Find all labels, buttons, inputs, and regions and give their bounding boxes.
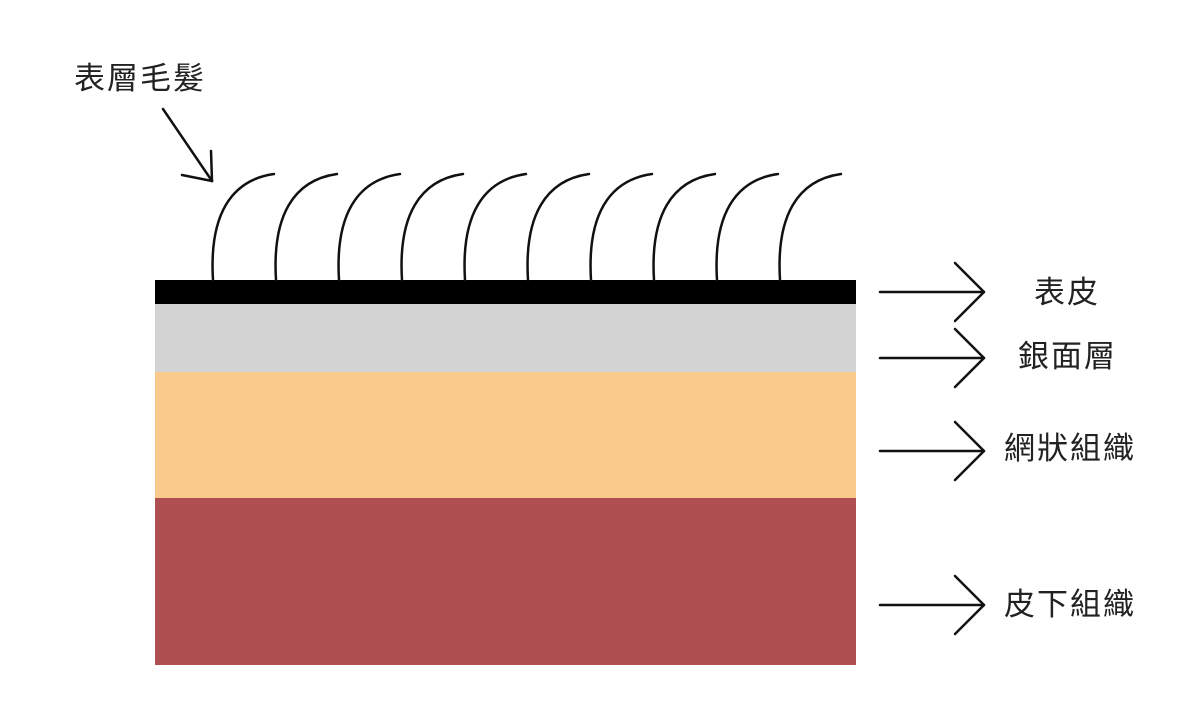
subcutaneous-tissue-arrow (878, 574, 986, 636)
layer-epidermis (155, 280, 856, 304)
grain-layer-arrow (878, 327, 986, 389)
layer-grain (155, 303, 856, 372)
hair-strand (526, 172, 591, 282)
surface-hair-pointer-arrow (161, 107, 214, 183)
hair-strand (652, 172, 717, 282)
hair-strand (778, 172, 843, 282)
hair-strand (400, 172, 465, 282)
surface-hair-label: 表層毛髮 (74, 61, 206, 97)
hair-strand (274, 172, 339, 282)
reticular-tissue-label: 網狀組織 (1004, 431, 1136, 467)
reticular-tissue-arrow (878, 420, 986, 482)
subcutaneous-tissue-label: 皮下組織 (1004, 587, 1136, 623)
hair-strand (715, 172, 780, 282)
surface-hairs (211, 172, 843, 282)
epidermis-label: 表皮 (1034, 275, 1100, 311)
layer-subcutaneous-tissue (155, 497, 856, 665)
hair-strand (463, 172, 528, 282)
hair-strand (211, 172, 276, 282)
hair-strand (337, 172, 402, 282)
epidermis-arrow (878, 261, 986, 323)
hair-strand (589, 172, 654, 282)
grain-layer-label: 銀面層 (1018, 339, 1117, 375)
layer-reticular-tissue (155, 371, 856, 498)
